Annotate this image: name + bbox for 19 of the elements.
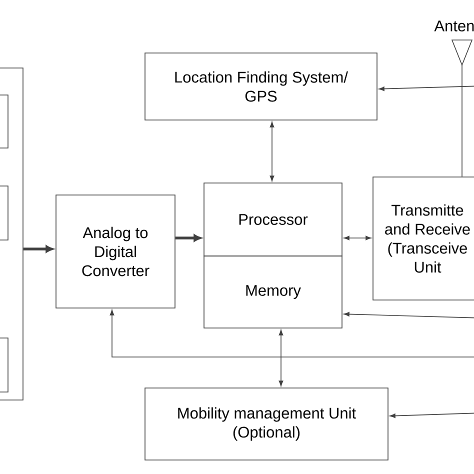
arrow bbox=[110, 310, 474, 358]
sensor-box bbox=[0, 338, 8, 392]
arrow bbox=[378, 86, 474, 92]
unit-box bbox=[0, 68, 24, 400]
converter-box: Analog to Digital Converter bbox=[56, 194, 176, 308]
arrow bbox=[344, 312, 474, 318]
sensor-box bbox=[0, 186, 8, 240]
arrow bbox=[270, 122, 274, 182]
mobility-box: Mobility management Unit (Optional) bbox=[144, 388, 388, 460]
arrow bbox=[390, 412, 474, 418]
sensor-box bbox=[0, 94, 8, 148]
processor-box: Processor bbox=[204, 182, 342, 256]
arrow bbox=[175, 234, 202, 242]
memory-box: Memory bbox=[204, 256, 342, 328]
gps-box: Location Finding System/ GPS bbox=[144, 52, 378, 120]
arrow bbox=[278, 330, 284, 386]
arrow bbox=[344, 236, 372, 240]
arrow bbox=[23, 245, 54, 253]
transceiver-box: Transmitte and Receive (Transceive Unit bbox=[372, 176, 474, 300]
